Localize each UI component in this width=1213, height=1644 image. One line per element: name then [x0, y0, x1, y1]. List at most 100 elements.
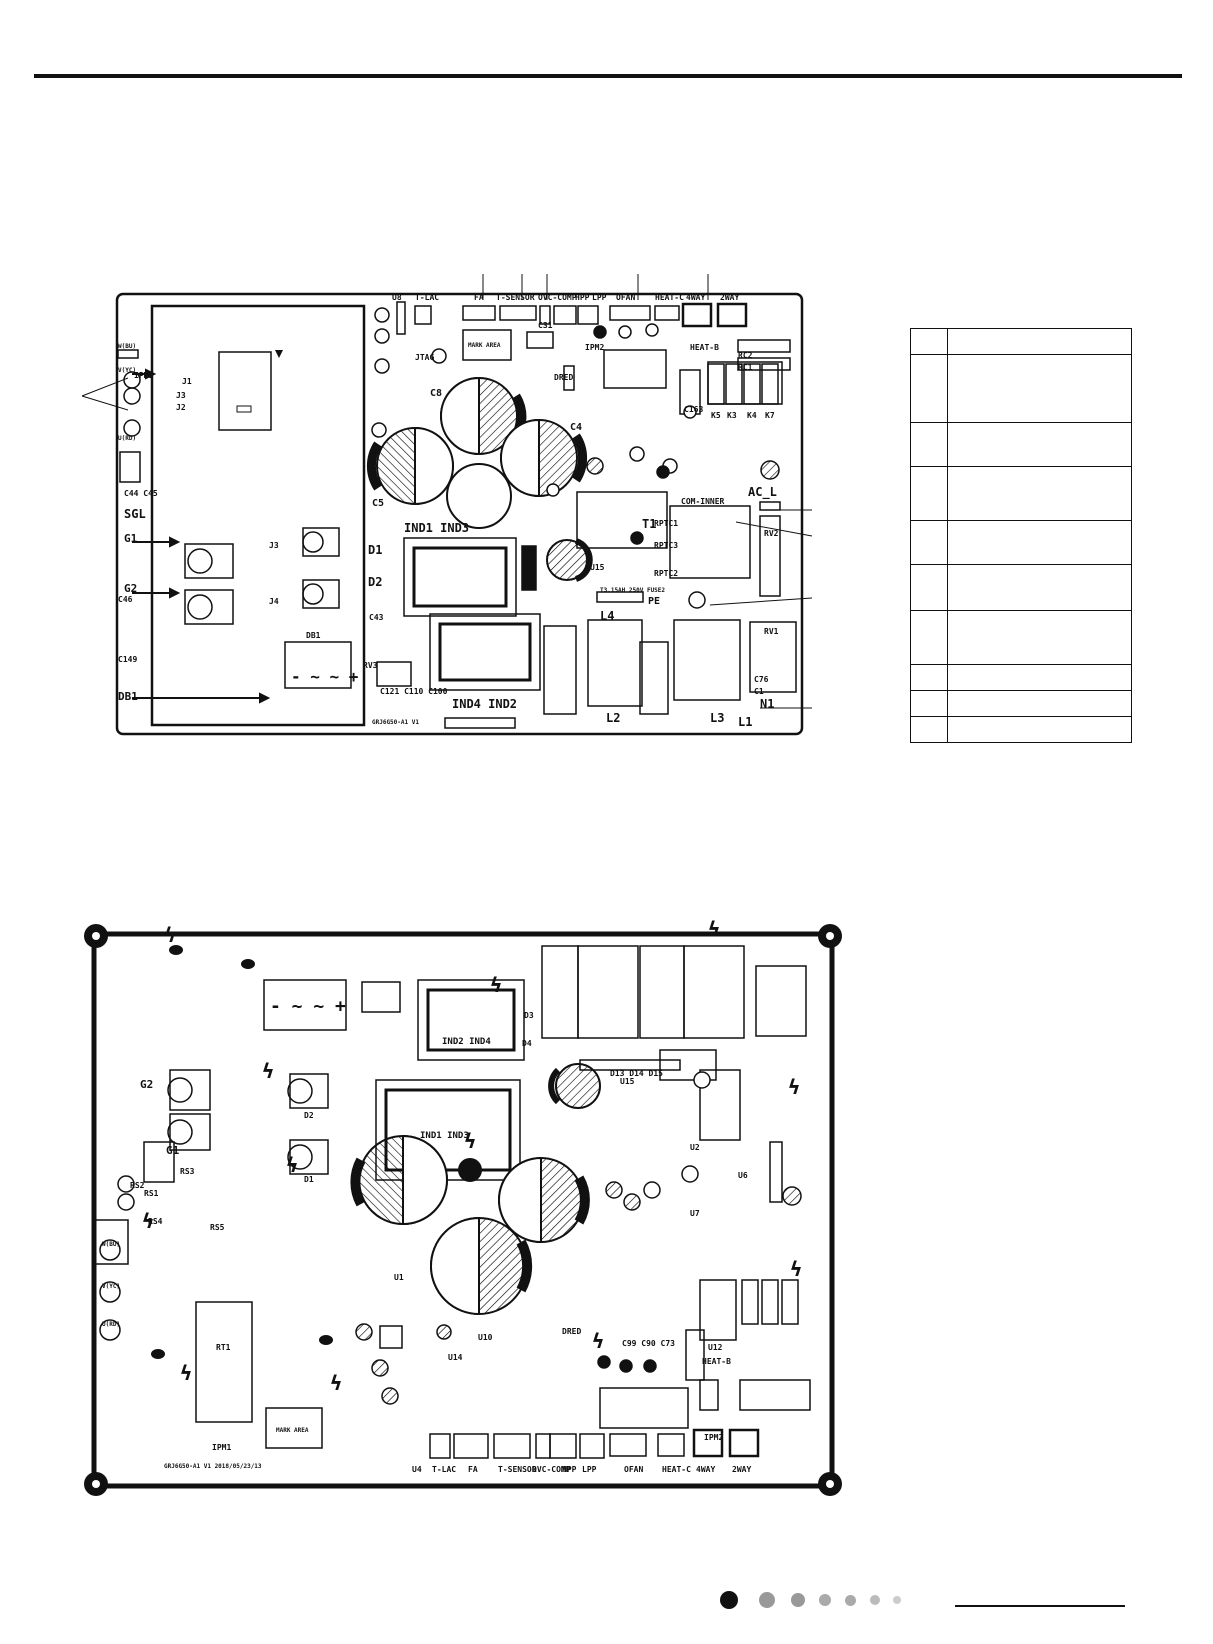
svg-text:T3.15AH 250V FUSE2: T3.15AH 250V FUSE2	[600, 587, 665, 594]
svg-text:FA: FA	[468, 1465, 478, 1474]
svg-text:COM-INNER: COM-INNER	[681, 497, 725, 506]
svg-text:OVC-COMP: OVC-COMP	[538, 293, 577, 302]
svg-text:K4: K4	[747, 411, 757, 420]
svg-text:- ~ ~ +: - ~ ~ +	[291, 667, 359, 686]
svg-text:V(YC): V(YC)	[118, 367, 136, 374]
part-legend-table	[910, 328, 1132, 743]
svg-text:FA: FA	[474, 293, 484, 302]
svg-text:DB1: DB1	[118, 690, 138, 703]
svg-text:ϟ: ϟ	[262, 1059, 274, 1083]
svg-text:C31: C31	[538, 321, 553, 330]
svg-text:D3: D3	[524, 1011, 534, 1020]
pager-dot-3	[791, 1593, 805, 1607]
svg-text:ϟ: ϟ	[790, 1257, 802, 1281]
svg-text:C8: C8	[430, 388, 442, 399]
svg-text:GRJ6G50-A1 V1: GRJ6G50-A1 V1	[372, 719, 419, 726]
svg-text:ϟ: ϟ	[164, 923, 176, 947]
svg-text:RS3: RS3	[180, 1167, 195, 1176]
svg-text:RS4: RS4	[148, 1217, 163, 1226]
svg-text:C149: C149	[118, 655, 137, 664]
svg-text:U(RD): U(RD)	[118, 435, 136, 442]
svg-text:4WAY: 4WAY	[696, 1465, 715, 1474]
svg-text:U10: U10	[478, 1333, 493, 1342]
svg-text:ϟ: ϟ	[464, 1129, 476, 1153]
svg-text:MARK AREA: MARK AREA	[276, 1427, 309, 1434]
svg-text:L2: L2	[606, 711, 620, 725]
svg-text:U(RD): U(RD)	[102, 1321, 120, 1328]
svg-text:RV1: RV1	[764, 627, 779, 636]
svg-text:U4: U4	[412, 1465, 422, 1474]
svg-text:U6: U6	[738, 1171, 748, 1180]
svg-text:LPP: LPP	[592, 293, 607, 302]
svg-text:DB1: DB1	[306, 631, 321, 640]
svg-text:DRED: DRED	[554, 373, 573, 382]
svg-text:MARK AREA: MARK AREA	[468, 342, 501, 349]
svg-text:J1: J1	[182, 377, 192, 386]
svg-text:LPP: LPP	[582, 1465, 597, 1474]
svg-text:J3: J3	[269, 541, 279, 550]
svg-text:W(BU): W(BU)	[118, 343, 136, 350]
svg-text:L3: L3	[710, 711, 724, 725]
svg-text:IND2 IND4: IND2 IND4	[442, 1037, 491, 1047]
svg-text:V(YC): V(YC)	[102, 1283, 120, 1290]
svg-text:C43: C43	[369, 613, 384, 622]
svg-text:G1: G1	[124, 532, 138, 545]
svg-text:U14: U14	[448, 1353, 463, 1362]
svg-text:C44 C45: C44 C45	[124, 489, 158, 498]
svg-text:G1: G1	[166, 1144, 180, 1157]
svg-text:G2: G2	[124, 582, 137, 595]
svg-text:2WAY: 2WAY	[732, 1465, 751, 1474]
svg-text:K7: K7	[765, 411, 775, 420]
pager-dot-1	[720, 1591, 738, 1609]
svg-text:C1: C1	[754, 687, 764, 696]
svg-text:C76: C76	[754, 675, 769, 684]
svg-text:D2: D2	[368, 575, 382, 589]
svg-text:C99 C90 C73: C99 C90 C73	[622, 1339, 675, 1348]
svg-text:OVC-COMP: OVC-COMP	[532, 1465, 571, 1474]
svg-text:4WAY: 4WAY	[686, 293, 705, 302]
svg-text:RS2: RS2	[130, 1181, 145, 1190]
svg-text:RV3: RV3	[363, 661, 378, 670]
svg-text:IPM2: IPM2	[585, 343, 604, 352]
svg-text:IND1 IND3: IND1 IND3	[420, 1131, 469, 1141]
svg-text:OFAN: OFAN	[616, 293, 635, 302]
svg-text:T-SENSOR: T-SENSOR	[498, 1465, 537, 1474]
svg-text:G2: G2	[140, 1078, 153, 1091]
svg-text:ϟ: ϟ	[286, 1153, 298, 1177]
svg-text:ϟ: ϟ	[142, 1209, 154, 1233]
svg-text:RV2: RV2	[764, 529, 779, 538]
svg-text:RC2: RC2	[738, 351, 753, 360]
svg-text:U8: U8	[392, 293, 402, 302]
pager-dot-2	[759, 1592, 775, 1608]
svg-text:L1: L1	[738, 715, 752, 729]
svg-text:HEAT-B: HEAT-B	[702, 1357, 731, 1366]
svg-text:RS5: RS5	[210, 1223, 225, 1232]
svg-text:SGL: SGL	[124, 507, 146, 521]
svg-text:RT1: RT1	[216, 1343, 231, 1352]
pager-dot-6	[870, 1595, 880, 1605]
svg-text:2WAY: 2WAY	[720, 293, 739, 302]
footer-rule	[955, 1605, 1125, 1607]
svg-text:U15: U15	[620, 1077, 635, 1086]
svg-text:JTAG: JTAG	[415, 353, 434, 362]
svg-text:RC1: RC1	[738, 363, 753, 372]
svg-text:HEAT-C: HEAT-C	[662, 1465, 691, 1474]
svg-text:IND1 IND3: IND1 IND3	[404, 521, 469, 535]
svg-text:- ~ ~ +: - ~ ~ +	[270, 996, 346, 1017]
svg-text:ϟ: ϟ	[592, 1329, 604, 1353]
svg-text:C163: C163	[684, 405, 703, 414]
svg-text:C5: C5	[372, 498, 384, 509]
svg-text:ϟ: ϟ	[180, 1361, 192, 1385]
svg-text:D1: D1	[368, 543, 382, 557]
svg-text:T-SENSOR: T-SENSOR	[496, 293, 535, 302]
svg-text:U12: U12	[708, 1343, 723, 1352]
svg-text:N1: N1	[760, 697, 774, 711]
svg-text:U1: U1	[394, 1273, 404, 1282]
svg-text:T-LAC: T-LAC	[432, 1465, 456, 1474]
svg-text:U7: U7	[690, 1209, 700, 1218]
pager-dot-5	[845, 1595, 856, 1606]
svg-text:ϟ: ϟ	[490, 973, 502, 997]
svg-text:AC_L: AC_L	[748, 485, 777, 500]
pager-dot-4	[819, 1594, 831, 1606]
